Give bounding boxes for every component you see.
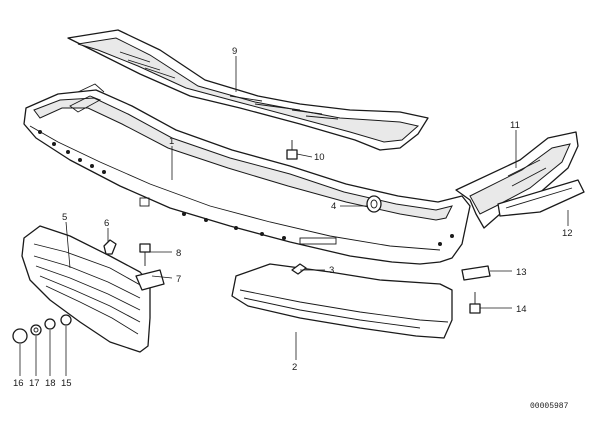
part-6-clip	[103, 239, 117, 255]
part-15-grommet	[60, 314, 72, 326]
reference-number: 00005987	[530, 402, 569, 411]
callout-12: 12	[562, 228, 573, 239]
leader-lines	[19, 56, 569, 376]
part-10-bolt	[286, 140, 298, 160]
callout-9: 9	[232, 46, 237, 57]
callout-7: 7	[176, 274, 181, 285]
part-5-grille	[21, 225, 151, 353]
callout-10: 10	[314, 152, 325, 163]
callout-2: 2	[292, 362, 297, 373]
part-18-spring-nut	[44, 318, 56, 330]
part-4-nut	[366, 195, 382, 213]
part-8-bolt	[139, 243, 151, 266]
callout-4: 4	[331, 201, 336, 212]
part-17-washer	[30, 324, 42, 336]
callout-3: 3	[329, 265, 334, 276]
part-9-cover-strip	[67, 29, 429, 151]
callout-8: 8	[176, 248, 181, 259]
part-2-trim-strip	[231, 263, 453, 339]
callout-17: 17	[29, 378, 40, 389]
part-1-bumper	[23, 83, 471, 265]
callout-15: 15	[61, 378, 72, 389]
part-12-insert	[497, 179, 585, 217]
part-13-plate	[461, 265, 491, 281]
part-11-side-bracket	[455, 131, 579, 229]
callout-1: 1	[169, 136, 174, 147]
callout-11: 11	[510, 120, 520, 131]
part-16-cap	[12, 328, 28, 344]
callout-13: 13	[516, 267, 527, 278]
callout-labels: 9 1 10 11 4 12 5 6 8 7 3 13 14 2 16 17 1…	[13, 46, 573, 389]
callout-6: 6	[104, 218, 109, 229]
part-7-bracket	[135, 269, 165, 291]
callout-14: 14	[516, 304, 527, 315]
part-14-bolt	[469, 292, 481, 314]
callout-18: 18	[45, 378, 56, 389]
callout-5: 5	[62, 212, 67, 223]
part-3-screw	[291, 263, 307, 275]
callout-16: 16	[13, 378, 24, 389]
